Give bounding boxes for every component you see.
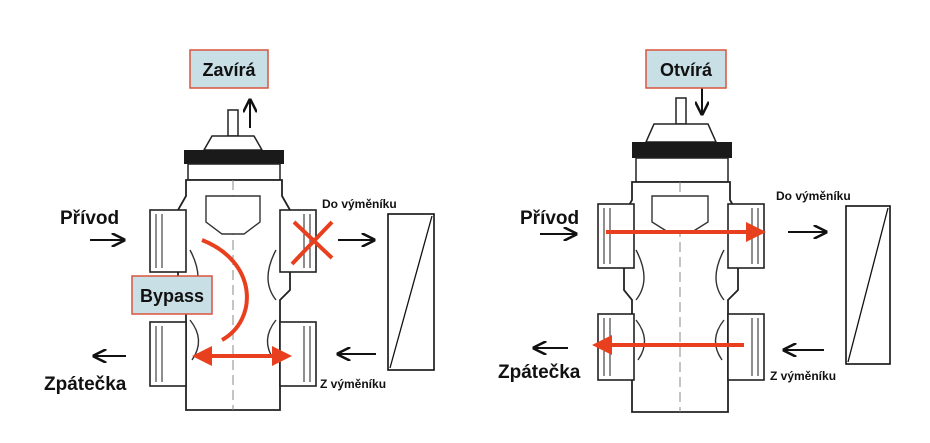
bypass-label: Bypass <box>140 286 204 306</box>
left-valve: Zavírá Bypass Přívod Zpátečka Do výměník… <box>44 49 435 411</box>
blocked-port-x <box>290 220 334 266</box>
inlet-label: Přívod <box>60 208 119 229</box>
from-exchanger-label: Z výměníku <box>320 377 386 391</box>
valve-seat <box>205 195 261 235</box>
valve-stem <box>227 109 239 137</box>
action-tag <box>189 49 269 89</box>
return-label: Zpátečka <box>498 362 581 383</box>
valve-bonnet <box>187 163 281 181</box>
to-exchanger-label: Do výměníku <box>322 197 397 211</box>
valve-nut <box>644 123 718 143</box>
valve-bonnet <box>635 157 729 183</box>
valve-collar <box>184 150 284 164</box>
valve-collar <box>632 142 732 158</box>
bypass-tag <box>131 275 213 315</box>
action-tag <box>645 49 727 89</box>
valve-nut <box>202 135 264 151</box>
inlet-label: Přívod <box>520 208 579 229</box>
action-label: Zavírá <box>202 60 256 80</box>
right-valve: Otvírá Přívod Zpátečka Do výměníku Z vým… <box>498 49 891 413</box>
action-label: Otvírá <box>660 60 713 80</box>
from-exchanger-label: Z výměníku <box>770 369 836 383</box>
valve-stem <box>675 97 687 125</box>
valve-seat <box>651 195 709 233</box>
bypass-flow-arrow <box>201 238 249 342</box>
to-exchanger-label: Do výměníku <box>776 189 851 203</box>
return-label: Zpátečka <box>44 374 127 395</box>
